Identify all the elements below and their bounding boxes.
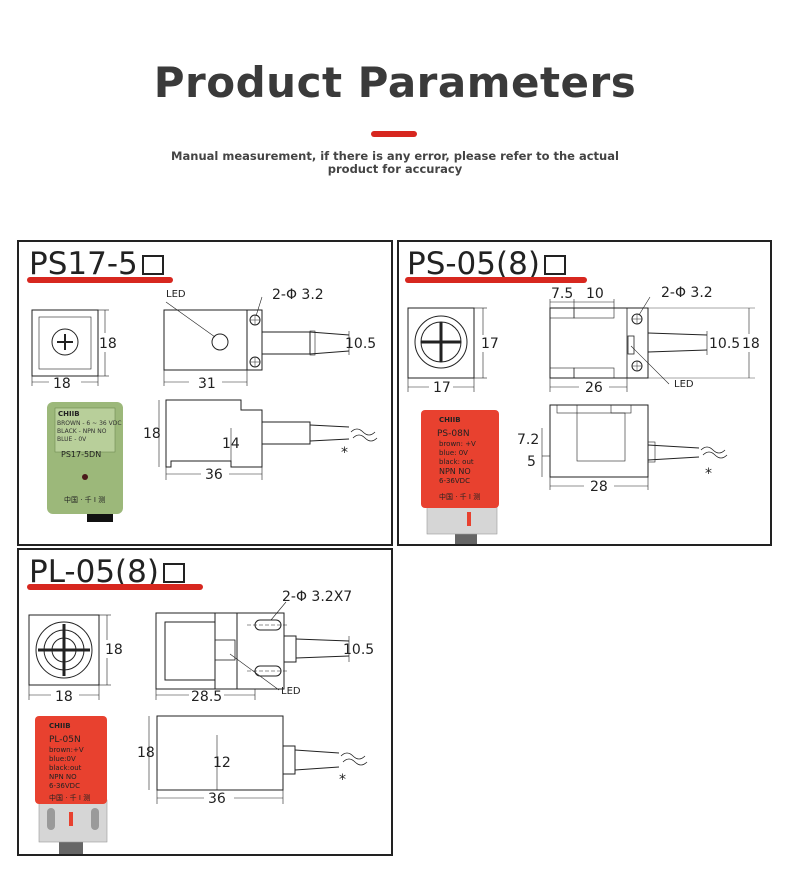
ps05-sensor-body [421, 410, 499, 508]
ps17-side-height-label: 18 [143, 426, 161, 442]
ps05-sensor-line4: NPN NO [439, 467, 471, 476]
ps05-height-label: 18 [742, 336, 760, 352]
pl05-sensor-maker: 中国 · 千 I 测 [49, 793, 90, 802]
ps17-cable-label: 10.5 [345, 336, 376, 352]
panel-pl-05-8-title: PL-05(8) [29, 557, 185, 588]
ps17-sensor-maker: 中国 · 千 I 测 [64, 495, 105, 504]
panel-pl-05-8-title-underline [27, 584, 203, 590]
ps17-front-width-label: 18 [53, 376, 71, 392]
ps17-sensor-line2: BLACK - NPN NO [57, 428, 107, 435]
panel-pl-05-8: PL-05(8) [17, 548, 393, 856]
pl05-front-width-label: 18 [55, 689, 73, 705]
ps05-length-label: 26 [585, 380, 603, 396]
ps17-mount-screw [51, 328, 79, 356]
ps05-star-mark: * [705, 466, 712, 482]
ps05-sensor-brand: CHIIB [439, 416, 461, 424]
pl05-top-outline [155, 612, 285, 690]
panel-ps17-5-title-text: PS17-5 [29, 246, 138, 282]
ps05-top-b-label: 10 [586, 286, 604, 302]
ps-05-8-drawing: 7.5 10 2-Φ 3.2 17 17 10.5 18 26 LED 7.2 … [407, 285, 760, 544]
panel-ps-05-8: PS-05(8) [397, 240, 772, 546]
ps05-sensor-model: PS-08N [437, 429, 470, 439]
pl05-front-height-label: 18 [105, 642, 123, 658]
ps17-sensor-photo: CHIIB BROWN - 6 ~ 36 VDC BLACK - NPN NO … [47, 402, 123, 522]
ps05-side-b-label: 5 [527, 454, 536, 470]
pl05-sensor-line3: black:out [49, 764, 82, 772]
ps05-sensor-line5: 6-36VDC [439, 477, 470, 485]
ps17-front-outline [31, 309, 99, 377]
pl05-front-outline [28, 614, 100, 686]
pl05-side-inner-label: 12 [213, 755, 231, 771]
ps05-sensor-line2: blue: 0V [439, 449, 468, 457]
ps05-sensor-maker: 中国 · 千 I 测 [439, 492, 480, 501]
pl05-sensor-brand: CHIIB [49, 722, 71, 730]
page-title: Product Parameters [153, 58, 637, 107]
ps17-sensor-model: PS17-5DN [61, 450, 101, 459]
pl05-led-label: LED [281, 686, 301, 697]
ps17-front-height-label: 18 [99, 336, 117, 352]
ps05-top-a-label: 7.5 [551, 286, 573, 302]
pl05-sensor-body [35, 716, 107, 804]
ps05-side-length-label: 28 [590, 479, 608, 495]
ps17-side-outline [165, 399, 263, 468]
title-accent-bar [371, 131, 417, 137]
panel-ps-05-8-title-underline [405, 277, 587, 283]
model-suffix-box [141, 255, 164, 275]
ps05-side-a-label: 7.2 [517, 432, 539, 448]
pl05-side-height-label: 18 [137, 745, 155, 761]
pl05-sensor-photo: CHIIB PL-05N brown:+V blue:0V black:out … [35, 716, 108, 854]
ps17-5-drawing: 18 18 LED 2-Φ 3.2 10.5 31 18 14 36 * CHI… [31, 287, 378, 522]
ps17-side-inner-label: 14 [222, 436, 240, 452]
pl05-sensor-line2: blue:0V [49, 755, 76, 763]
panel-ps17-5: PS17-5 [17, 240, 393, 546]
pl05-length-label: 28.5 [191, 689, 222, 705]
ps17-sensor-line1: BROWN - 6 ~ 36 VDC [57, 420, 122, 427]
ps17-hole-label: 2-Φ 3.2 [272, 287, 324, 303]
ps17-length-label: 31 [198, 376, 216, 392]
pl05-hole-label: 2-Φ 3.2X7 [282, 589, 352, 605]
ps17-led-label: LED [166, 289, 186, 300]
ps17-sensor-line3: BLUE - 0V [57, 436, 87, 443]
model-suffix-box [543, 255, 566, 275]
panel-ps-05-8-title-text: PS-05(8) [407, 246, 540, 282]
model-suffix-box [162, 563, 185, 583]
measurement-note: Manual measurement, if there is any erro… [170, 150, 620, 176]
ps05-front-width-label: 17 [433, 380, 451, 396]
ps05-cable-label: 10.5 [709, 336, 740, 352]
panel-ps17-5-title: PS17-5 [29, 249, 164, 280]
ps17-star-mark: * [341, 445, 348, 461]
panel-pl-05-8-title-text: PL-05(8) [29, 554, 159, 590]
ps05-hole-label: 2-Φ 3.2 [661, 285, 713, 301]
ps05-front-height-label: 17 [481, 336, 499, 352]
panel-ps-05-8-title: PS-05(8) [407, 249, 566, 280]
pl05-star-mark: * [339, 772, 346, 788]
pl05-sensor-line5: 6-36VDC [49, 782, 80, 790]
pl-05-8-drawing: 2-Φ 3.2X7 18 18 10.5 28.5 LED 18 12 36 *… [28, 589, 374, 854]
ps05-side-outline [549, 404, 649, 478]
ps05-sensor-photo: CHIIB PS-08N brown: +V blue: 0V black: o… [421, 410, 499, 544]
pl05-sensor-model: PL-05N [49, 735, 81, 745]
pl05-sensor-line4: NPN NO [49, 773, 77, 781]
pl05-cable-label: 10.5 [343, 642, 374, 658]
ps05-front-outline [407, 307, 475, 379]
ps17-side-length-label: 36 [205, 467, 223, 483]
measurement-note-line-2: product for accuracy [327, 162, 463, 176]
pl05-sensor-line1: brown:+V [49, 746, 84, 754]
pl05-side-outline [156, 715, 284, 791]
ps05-sensor-line3: black: out [439, 458, 474, 466]
panel-ps17-5-title-underline [27, 277, 173, 283]
ps17-sensor-brand: CHIIB [58, 410, 80, 418]
ps05-sensor-line1: brown: +V [439, 440, 476, 448]
ps17-led-window [211, 333, 229, 351]
ps05-led-label: LED [674, 379, 694, 390]
ps05-top-outline [549, 307, 649, 379]
measurement-note-line-1: Manual measurement, if there is any erro… [171, 149, 619, 163]
pl05-side-length-label: 36 [208, 791, 226, 807]
